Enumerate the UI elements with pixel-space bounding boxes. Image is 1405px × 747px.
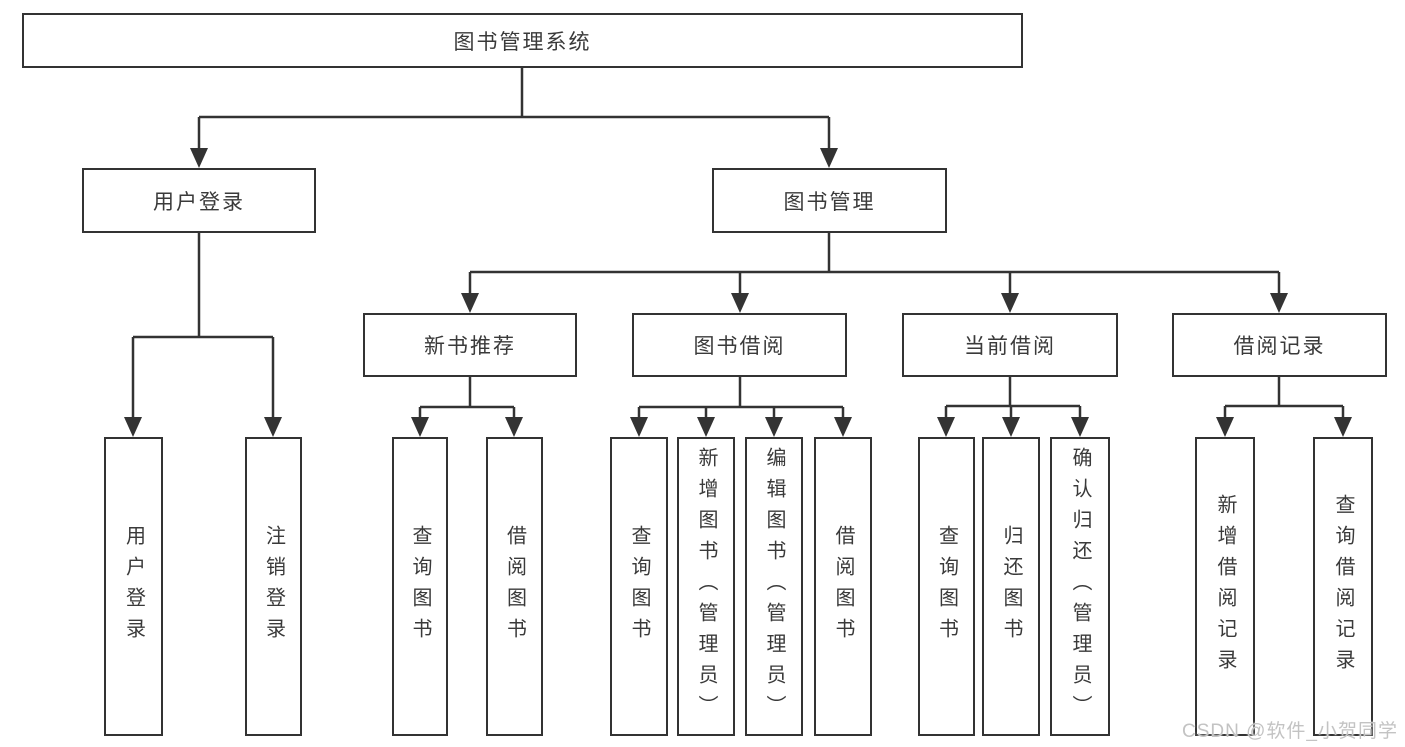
connector-line — [131, 233, 275, 420]
node-leaf-user-login: 用户登录 — [104, 437, 163, 736]
arrowhead-icon — [461, 293, 479, 313]
node-label: 注销登录 — [262, 524, 285, 649]
node-label: 新增借阅记录 — [1214, 493, 1236, 680]
node-label: 借阅记录 — [1233, 335, 1326, 358]
arrowhead-icon — [731, 293, 749, 313]
node-label: 用户登录 — [122, 524, 145, 649]
node-leaf-query-books-3: 查询图书 — [918, 437, 975, 736]
node-label: 用户登录 — [153, 190, 245, 214]
connector-line — [418, 377, 516, 420]
arrowhead-icon — [765, 417, 783, 437]
connector-root-to-level2 — [190, 68, 838, 168]
node-label: 确认归还（管理员） — [1069, 447, 1091, 726]
node-label: 查询图书 — [628, 524, 650, 649]
arrowhead-icon — [697, 417, 715, 437]
node-label: 查询借阅记录 — [1332, 493, 1354, 680]
arrowhead-icon — [190, 148, 208, 168]
node-book-management: 图书管理 — [712, 168, 947, 233]
node-leaf-borrow-books-1: 借阅图书 — [486, 437, 543, 736]
connector-book-borrow-children — [630, 377, 852, 437]
arrowhead-icon — [505, 417, 523, 437]
connector-borrow-records-children — [1216, 377, 1352, 437]
arrowhead-icon — [411, 417, 429, 437]
node-user-login: 用户登录 — [82, 168, 316, 233]
node-label: 图书管理 — [783, 190, 876, 214]
connector-line — [944, 377, 1082, 420]
node-label: 借阅图书 — [832, 524, 854, 649]
node-label: 新增图书（管理员） — [695, 447, 717, 726]
arrowhead-icon — [1270, 293, 1288, 313]
node-current-borrowing: 当前借阅 — [902, 313, 1118, 377]
arrowhead-icon — [1001, 293, 1019, 313]
node-leaf-edit-books-admin: 编辑图书（管理员） — [745, 437, 803, 736]
node-label: 当前借阅 — [964, 335, 1056, 358]
connector-new-book-rec-children — [411, 377, 523, 437]
connector-book-mgmt-to-level3 — [461, 233, 1288, 313]
arrowhead-icon — [630, 417, 648, 437]
arrowhead-icon — [124, 417, 142, 437]
node-label: 查询图书 — [935, 524, 958, 649]
connector-user-login-children — [124, 233, 282, 437]
connector-line — [637, 377, 845, 420]
node-label: 查询图书 — [409, 524, 431, 649]
connector-line — [197, 68, 831, 150]
csdn-watermark: CSDN @软件_小贺同学 — [1182, 721, 1398, 742]
node-leaf-logout: 注销登录 — [245, 437, 302, 736]
node-leaf-confirm-return-admin: 确认归还（管理员） — [1050, 437, 1110, 736]
node-leaf-return-books: 归还图书 — [982, 437, 1040, 736]
node-leaf-add-books-admin: 新增图书（管理员） — [677, 437, 735, 736]
arrowhead-icon — [820, 148, 838, 168]
arrowhead-icon — [834, 417, 852, 437]
node-label: 借阅图书 — [503, 524, 526, 649]
node-label: 图书管理系统 — [453, 30, 592, 54]
connector-line — [468, 233, 1281, 296]
arrowhead-icon — [264, 417, 282, 437]
node-book-borrowing: 图书借阅 — [632, 313, 847, 377]
arrowhead-icon — [1334, 417, 1352, 437]
arrowhead-icon — [1216, 417, 1234, 437]
node-label: 新书推荐 — [424, 335, 516, 358]
node-new-book-recommend: 新书推荐 — [363, 313, 577, 377]
connector-current-borrow-children — [937, 377, 1089, 437]
node-label: 编辑图书（管理员） — [763, 447, 785, 726]
node-leaf-add-borrow-record: 新增借阅记录 — [1195, 437, 1255, 736]
connector-line — [1223, 377, 1345, 420]
arrowhead-icon — [1002, 417, 1020, 437]
node-leaf-query-books-1: 查询图书 — [392, 437, 448, 736]
node-borrow-records: 借阅记录 — [1172, 313, 1387, 377]
node-leaf-query-books-2: 查询图书 — [610, 437, 668, 736]
arrowhead-icon — [1071, 417, 1089, 437]
arrowhead-icon — [937, 417, 955, 437]
node-label: 图书借阅 — [693, 335, 786, 358]
node-label: 归还图书 — [1000, 524, 1022, 649]
node-library-management-system: 图书管理系统 — [22, 13, 1023, 68]
node-leaf-borrow-books-2: 借阅图书 — [814, 437, 872, 736]
node-leaf-query-borrow-record: 查询借阅记录 — [1313, 437, 1373, 736]
